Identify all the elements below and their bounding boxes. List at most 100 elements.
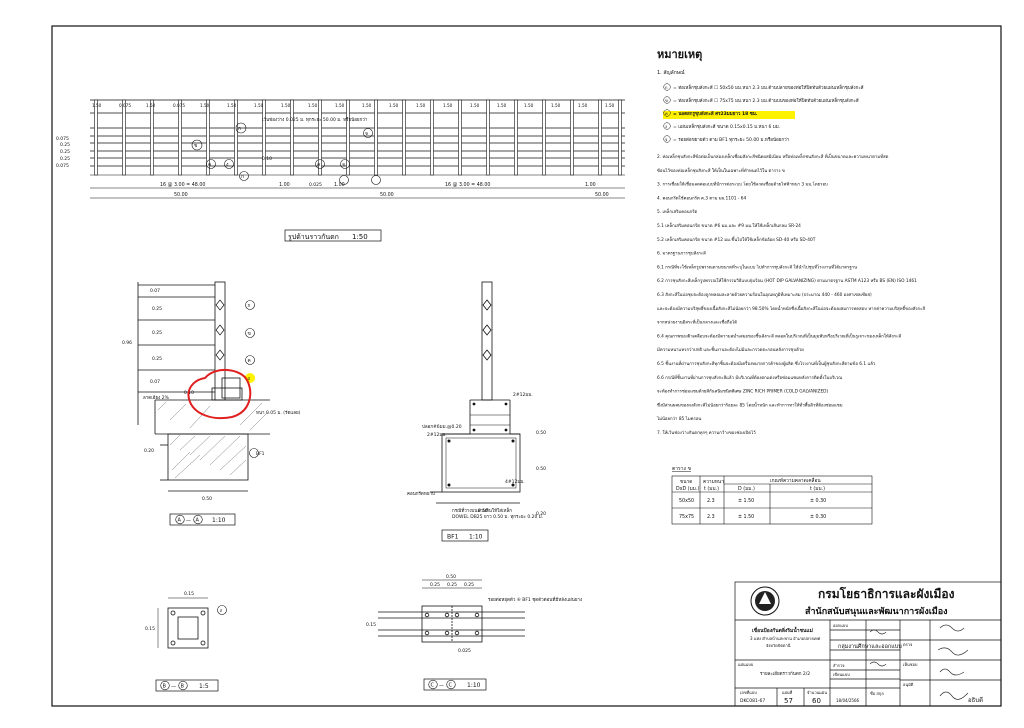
aa-title-dash: — xyxy=(186,518,191,524)
total-label: จำนวนแผ่น xyxy=(807,690,827,695)
bb-title-circle-1 xyxy=(160,680,170,691)
dim-gap-3: 1.00 xyxy=(585,182,596,188)
dim-gap-2: 1.00 xyxy=(334,182,345,188)
top-dim-label: 1.50 xyxy=(470,103,480,108)
ts-3: t (มม.) xyxy=(810,486,825,492)
top-dim-label: 1.50 xyxy=(281,103,291,108)
callout-d1: ง xyxy=(226,162,229,168)
callout-a2: ก xyxy=(241,174,244,180)
note-symbol-circle xyxy=(663,83,671,91)
elevation-post xyxy=(94,99,98,176)
tr1-2: ± 1.50 xyxy=(738,514,754,520)
cc-title-circle-1 xyxy=(428,679,438,690)
tr0-2: ± 1.50 xyxy=(738,498,754,504)
left-dim-4: 0.075 xyxy=(56,163,69,169)
bb-title-box xyxy=(155,679,219,692)
aa-tag: BF1 xyxy=(256,451,265,457)
callout-circle-a2 xyxy=(239,171,249,181)
section-aa xyxy=(137,281,270,492)
top-dim-label: 1.50 xyxy=(551,103,561,108)
aa-scale: 1:10 xyxy=(212,517,226,524)
note-symbol: ก xyxy=(665,85,668,90)
aa-total: 0.96 xyxy=(122,340,132,346)
note-line: และจะต้องมีความบริสุทธิ์ของเนื้อสังกะสีไ… xyxy=(657,305,925,312)
elevation-post xyxy=(598,99,602,176)
elevation-post xyxy=(206,99,210,176)
note-line: 6.4 คุณภาพของผิวเคลือบจะต้องมีความสม่ำเส… xyxy=(657,331,901,339)
bb-dim-side: 0.15 xyxy=(145,626,155,632)
elevation-scale: 1:50 xyxy=(352,233,368,241)
highlight-band xyxy=(663,111,795,119)
aa-dim-0: 0.07 xyxy=(150,288,160,294)
bf1-scale: 1:10 xyxy=(469,534,483,541)
note-line: 2. ท่อเหล็กชุบสังกะสีข้อต่อเป็นกล่องเหล็… xyxy=(657,152,889,160)
left-dim-2: 0.25 xyxy=(60,149,70,155)
aa-road: หนา 0.05 ม. (รัดแลย) xyxy=(256,410,301,416)
top-dim-label: 1.50 xyxy=(578,103,588,108)
elevation-left-dims: 0.075 0.25 0.25 0.25 0.075 xyxy=(56,136,70,169)
dim-total-mid: 50.00 xyxy=(380,192,394,198)
callout-e2: จ xyxy=(365,131,368,137)
role-4: เห็นชอบ xyxy=(903,661,918,667)
director-title: อธิบดี xyxy=(968,696,983,704)
callout-e1: จ xyxy=(342,162,345,168)
bf1-dim-s: 0.20 xyxy=(536,511,546,517)
ts-2: D (มม.) xyxy=(738,486,755,492)
aa-dim-4: 0.07 xyxy=(150,379,160,385)
dim-total-left: 50.00 xyxy=(174,192,188,198)
note-line: มีความหนาแทรกว่าปกติ และชิ้นงานจะต้องไม่… xyxy=(657,346,804,353)
tr0-0: 50x50 xyxy=(679,498,694,504)
note-line: ซ้อนไว้ของท่อเหล็กชุบสังกะสี ให้เป็นในเฉ… xyxy=(657,166,785,174)
sheet-border xyxy=(51,25,1002,707)
bf1-rebar3: 2#12มม. xyxy=(427,432,447,438)
section-aa-callouts xyxy=(245,300,259,458)
bf1-dim-h2: 0.50 xyxy=(536,466,546,472)
elevation-post xyxy=(346,99,350,176)
elevation-bottom-dims: 16 @ 3.00 = 48.00 1.00 1.00 16 @ 3.00 = … xyxy=(160,182,609,198)
notes-sec1: 1. สัญลักษณ์ xyxy=(657,69,685,76)
note-line: 6.6 กรณีที่ชิ้นงานที่ผ่านการชุบสังกะสีแล… xyxy=(657,374,842,381)
elevation-post xyxy=(542,99,546,176)
bf1-rebar-dots xyxy=(447,402,515,487)
left-dim-3: 0.25 xyxy=(60,156,70,162)
aa-dim-3: 0.25 xyxy=(152,356,162,362)
elevation-post xyxy=(122,99,126,176)
cc-title-2: C xyxy=(449,683,453,689)
note-item-text: = นอตสกรูชุบสังกะสี ศร23มมยาว 18 ซม. xyxy=(673,111,758,117)
elevation-post xyxy=(178,99,182,176)
bb-title-1: B xyxy=(163,684,167,690)
note-symbol-circle xyxy=(663,135,671,143)
aa-callout-c: ค xyxy=(248,359,251,364)
cc-note: รอยต่อหยุดตัว ⑥ BF1 ชุดตัวตอนที่มีหลังแผ… xyxy=(488,596,582,603)
elevation-post xyxy=(290,99,294,176)
top-dim-label: 1.50 xyxy=(146,103,156,108)
note-item-text: = รอยต่อขยายตัว ตาม BF1 ทุกระยะ 50.00 ม.… xyxy=(673,136,790,143)
note-line: 6.1 กรณีที่จะใช้เหล็กรูปพรรณตามขนาดที่ระ… xyxy=(657,262,857,270)
dim-gap-1: 1.00 xyxy=(279,182,290,188)
bb-title-dash: — xyxy=(171,684,176,690)
role-3: ตรวจ xyxy=(903,642,912,647)
aa-dim-1: 0.25 xyxy=(152,306,162,312)
elevation-post xyxy=(262,99,266,176)
elevation-post xyxy=(234,99,238,176)
note-item-text: = ท่อเหล็กชุบสังกะสี ☐ 75x75 มม.หนา 2.3 … xyxy=(673,96,859,104)
elev-small-2: 0.025 xyxy=(309,182,322,188)
top-dim-label: 1.50 xyxy=(443,103,453,108)
project-1: เขื่อนป้องกันตลิ่งริมน้ำชนแม่ xyxy=(752,625,813,634)
aa-title-2: A xyxy=(196,518,200,524)
signatures xyxy=(869,624,969,700)
note-symbol: ข xyxy=(665,98,668,103)
th-size: ขนาด xyxy=(680,480,692,485)
note-line: 6.5 ชิ้นงานที่ผ่านการชุบสังกะสีทุกชิ้นจะ… xyxy=(657,359,876,367)
cc-side: 0.15 xyxy=(366,622,376,628)
bureau-name: สำนักสนับสนุนและพัฒนาการผังเมือง xyxy=(805,605,948,617)
callout-circle-d1 xyxy=(224,159,234,169)
top-dim-label: 1.50 xyxy=(254,103,264,108)
bf1-rebar4: 4#12มม. xyxy=(505,479,525,485)
ts-1: t (มม.) xyxy=(704,486,719,492)
note-line: 5.2 เหล็กเสริมคอนกรีต ขนาด #12 มม.ขึ้นไป… xyxy=(657,235,816,243)
th-thick: ความหนา xyxy=(703,480,724,485)
bb-callout: ง xyxy=(220,609,222,614)
top-dim-label: 1.50 xyxy=(497,103,507,108)
